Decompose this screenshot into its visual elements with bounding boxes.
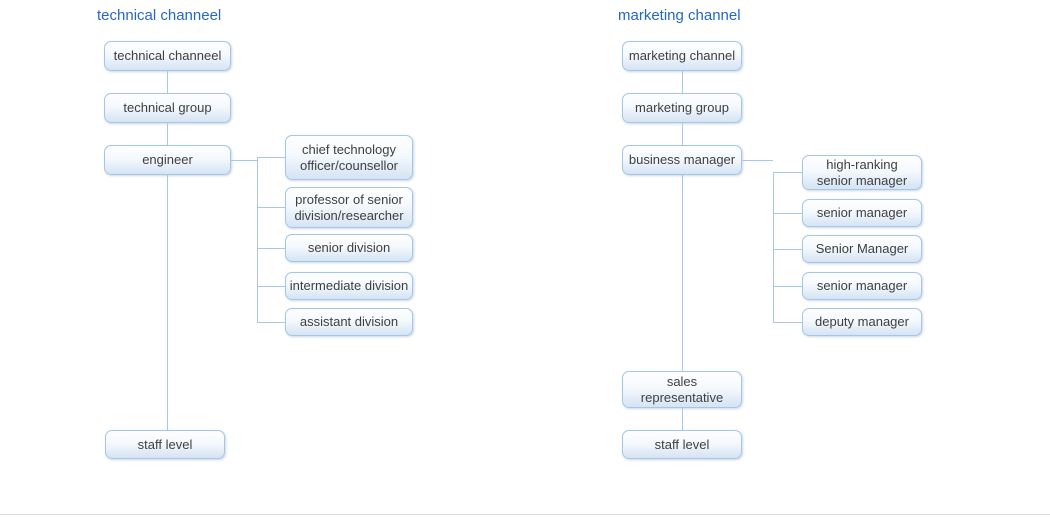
node-senior-manager-capitalized: Senior Manager <box>802 235 922 263</box>
bottom-divider <box>0 514 1050 515</box>
connector-stub-professor <box>257 207 285 208</box>
connector-stub-deputy-manager <box>773 322 802 323</box>
connector-technical-root-group <box>167 71 168 93</box>
connector-marketing-branch-spine <box>773 172 774 323</box>
connector-marketing-root-group <box>682 71 683 93</box>
node-marketing-channel-root: marketing channel <box>622 41 742 71</box>
node-sales-representative: sales representative <box>622 371 742 408</box>
node-professor-senior-division: professor of senior division/researcher <box>285 187 413 228</box>
connector-technical-branch-spine <box>257 157 258 323</box>
node-technical-channel-root: technical channeel <box>104 41 231 71</box>
node-chief-technology-officer: chief technology officer/counsellor <box>285 135 413 180</box>
connector-stub-senior-division <box>257 248 285 249</box>
connector-stub-assistant-division <box>257 322 285 323</box>
connector-sales-staff <box>682 408 683 430</box>
connector-manager-sales <box>682 175 683 371</box>
connector-marketing-group-manager <box>682 123 683 145</box>
connector-technical-group-engineer <box>167 123 168 145</box>
node-deputy-manager: deputy manager <box>802 308 922 336</box>
technical-channel-title: technical channeel <box>97 7 222 24</box>
connector-engineer-branch-trunk <box>231 160 257 161</box>
connector-stub-senior-manager-cap <box>773 249 802 250</box>
node-business-manager: business manager <box>622 145 742 175</box>
node-senior-manager-2: senior manager <box>802 272 922 300</box>
connector-stub-senior-manager-1 <box>773 213 802 214</box>
node-senior-manager-1: senior manager <box>802 199 922 227</box>
connector-stub-intermediate-division <box>257 286 285 287</box>
node-senior-division: senior division <box>285 234 413 262</box>
node-assistant-division: assistant division <box>285 308 413 336</box>
node-marketing-group: marketing group <box>622 93 742 123</box>
node-staff-level-technical: staff level <box>105 430 225 459</box>
connector-manager-branch-trunk <box>742 160 773 161</box>
node-engineer: engineer <box>104 145 231 175</box>
node-technical-group: technical group <box>104 93 231 123</box>
connector-engineer-staff <box>167 175 168 430</box>
connector-stub-senior-manager-2 <box>773 286 802 287</box>
marketing-channel-title: marketing channel <box>618 7 741 24</box>
connector-stub-high-ranking-manager <box>773 172 802 173</box>
node-high-ranking-senior-manager: high-ranking senior manager <box>802 155 922 190</box>
connector-stub-chief-technology <box>257 157 285 158</box>
node-staff-level-marketing: staff level <box>622 430 742 459</box>
node-intermediate-division: intermediate division <box>285 272 413 300</box>
